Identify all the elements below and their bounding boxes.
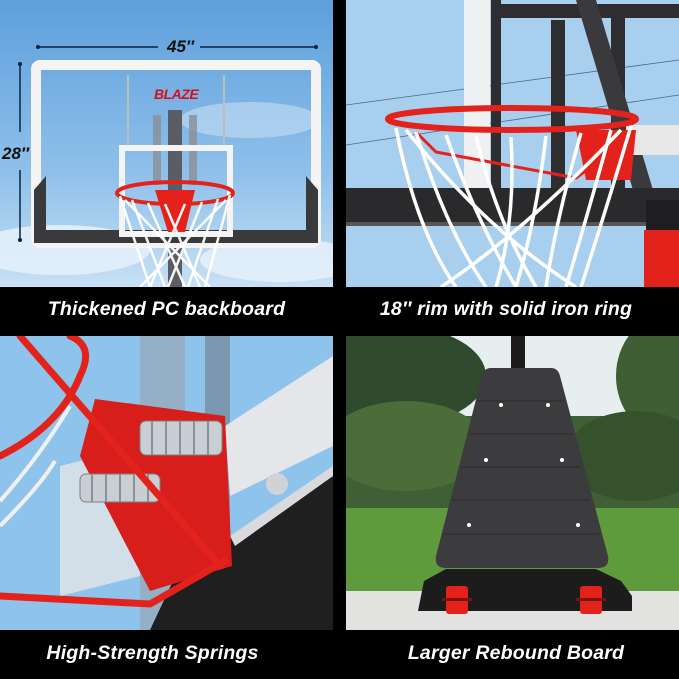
base-image-panel	[346, 336, 679, 630]
backboard-image-panel: BLAZE 45″ 28″	[0, 0, 333, 287]
width-dimension-label: 45″	[167, 37, 195, 56]
springs-illustration	[0, 336, 333, 630]
base-illustration	[346, 336, 679, 630]
blaze-logo: BLAZE	[154, 86, 199, 102]
springs-image-panel	[0, 336, 333, 630]
backboard-illustration	[0, 0, 333, 287]
rim-image-panel	[346, 0, 679, 287]
height-dimension-label: 28″	[2, 144, 30, 163]
caption-rim: 18″ rim with solid iron ring	[379, 298, 633, 320]
caption-springs: High-Strength Springs	[46, 642, 259, 664]
caption-backboard: Thickened PC backboard	[47, 298, 286, 320]
rim-illustration	[346, 0, 679, 287]
caption-base: Larger Rebound Board	[407, 642, 625, 664]
